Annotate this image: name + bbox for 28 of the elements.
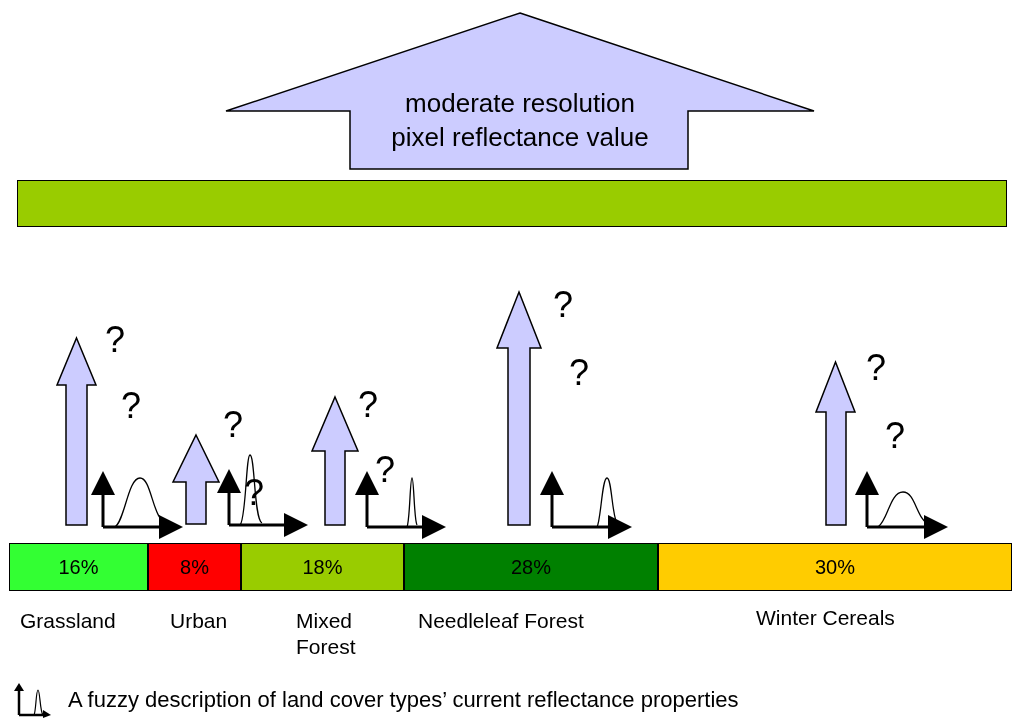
- land-cover-name: Urban: [170, 608, 229, 634]
- percentage-label: 30%: [815, 555, 855, 580]
- block-arrow-node: [225, 12, 815, 170]
- question-mark: ?: [375, 450, 396, 490]
- question-mark: ?: [223, 405, 244, 445]
- percentage-label: 18%: [302, 555, 343, 580]
- question-mark: ?: [569, 353, 590, 393]
- question-mark: ?: [885, 416, 906, 456]
- land-cover-segment: [404, 543, 658, 591]
- question-mark: ?: [358, 385, 379, 425]
- legend-text: A fuzzy description of land cover types’ current reflectance properties: [68, 686, 739, 714]
- percentage-label: 16%: [58, 555, 99, 580]
- land-cover-segment: [658, 543, 1012, 591]
- question-mark: ?: [105, 320, 126, 360]
- percentage-label: 8%: [180, 555, 209, 580]
- land-cover-segment: [241, 543, 404, 591]
- percentage-label: 28%: [511, 555, 551, 580]
- land-cover-segment: [148, 543, 241, 591]
- land-cover-name: Winter Cereals: [756, 605, 896, 631]
- land-cover-segment: [9, 543, 148, 591]
- question-mark: ?: [866, 348, 887, 388]
- land-cover-name: Mixed Forest: [296, 608, 357, 660]
- question-mark: ?: [121, 386, 142, 426]
- question-mark: ?: [553, 285, 574, 325]
- land-cover-name: Grassland: [20, 608, 117, 634]
- arrow-label: moderate resolution pixel reflectance value: [390, 87, 650, 154]
- pixel-bar: [17, 180, 1007, 227]
- land-cover-name: Needleleaf Forest: [418, 608, 585, 634]
